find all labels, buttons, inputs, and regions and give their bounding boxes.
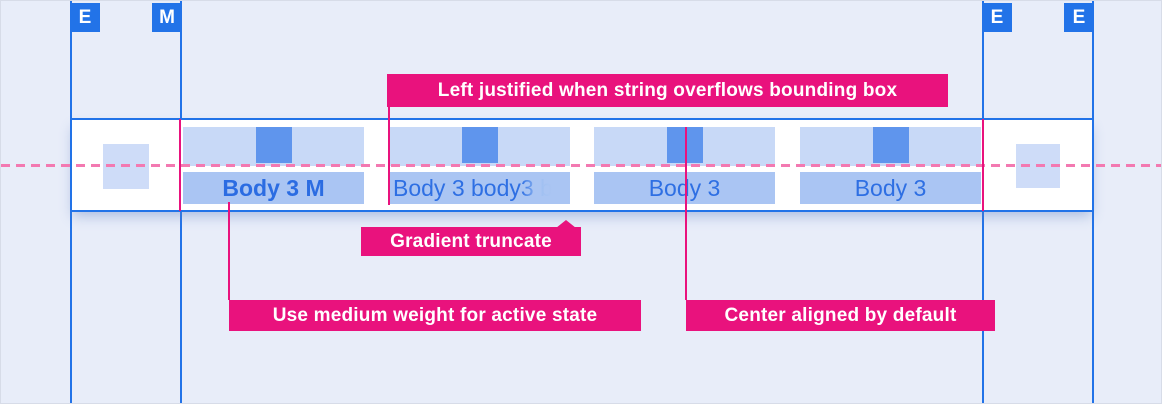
tab-item-default-2[interactable]: Body 3 — [800, 127, 981, 205]
marker-e-right-inner: E — [982, 3, 1012, 32]
annotation-center-aligned: Center aligned by default — [686, 300, 995, 331]
annotation-medium-weight: Use medium weight for active state — [229, 300, 641, 331]
baseline-dashed-line — [1, 164, 1161, 167]
tab-icon-placeholder-square — [461, 127, 498, 163]
annotation-left-justified: Left justified when string overflows bou… — [387, 74, 948, 107]
content-margin-line-left — [179, 119, 181, 211]
tab-item-active[interactable]: Body 3 M — [183, 127, 364, 205]
marker-label: M — [159, 6, 175, 28]
connector-medium-weight — [228, 202, 230, 300]
connector-left-justified — [388, 106, 390, 205]
connector-center-aligned — [685, 127, 687, 300]
marker-e-left: E — [70, 3, 100, 32]
marker-label: E — [990, 6, 1004, 28]
tab-item-default-1[interactable]: Body 3 — [594, 127, 775, 205]
tab-label: Body 3 body 3 b — [389, 172, 570, 204]
marker-m-left: M — [152, 3, 182, 32]
tab-item-truncated[interactable]: Body 3 body 3 b — [389, 127, 570, 205]
marker-label: E — [1072, 6, 1086, 28]
tab-icon-placeholder-square — [666, 127, 703, 163]
tab-icon-placeholder-square — [255, 127, 292, 163]
tab-label: Body 3 M — [183, 172, 364, 204]
marker-e-right-outer: E — [1064, 3, 1094, 32]
tab-label: Body 3 — [800, 172, 981, 204]
marker-label: E — [78, 6, 92, 28]
tab-label-main: Body 3 body — [393, 174, 521, 201]
tab-label-truncated-tail: 3 b — [520, 174, 553, 201]
annotation-caret-icon — [556, 220, 576, 228]
annotation-gradient-truncate: Gradient truncate — [361, 227, 581, 256]
tab-label: Body 3 — [594, 172, 775, 204]
tab-icon-placeholder-square — [872, 127, 909, 163]
content-margin-line-right — [982, 119, 984, 211]
